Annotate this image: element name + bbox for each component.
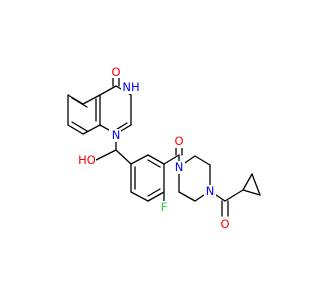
atom-labels: O NH N HO O F N N O bbox=[78, 65, 231, 231]
bond bbox=[115, 149, 132, 165]
piperazine-nitrogen-right-label: N bbox=[206, 184, 215, 198]
bond bbox=[67, 124, 84, 135]
bond bbox=[147, 159, 161, 168]
nh-label: NH bbox=[122, 80, 139, 94]
bond bbox=[130, 191, 149, 202]
bond bbox=[251, 173, 261, 196]
carbonyl-oxygen-label: O bbox=[111, 65, 120, 79]
bond bbox=[194, 155, 211, 166]
bond bbox=[82, 124, 101, 135]
bond bbox=[71, 97, 88, 108]
bond bbox=[242, 189, 261, 196]
ring-nitrogen-label: N bbox=[112, 128, 121, 142]
bond bbox=[99, 85, 117, 96]
bond bbox=[178, 191, 196, 202]
bond bbox=[147, 188, 161, 197]
bond bbox=[71, 121, 88, 132]
bond bbox=[147, 154, 165, 165]
bond bbox=[82, 94, 101, 105]
piperazine-nitrogen-left-label: N bbox=[175, 160, 184, 174]
amide-oxygen-bottom-label: O bbox=[220, 217, 229, 231]
hydroxyl-label: HO bbox=[78, 153, 96, 167]
amide-oxygen-label: O bbox=[174, 134, 183, 148]
bond bbox=[224, 189, 244, 202]
bond bbox=[163, 154, 180, 165]
bond bbox=[242, 173, 253, 191]
chemical-structure: O NH N HO O F N N O bbox=[67, 65, 261, 231]
fluorine-label: F bbox=[161, 200, 168, 214]
bonds bbox=[67, 71, 261, 217]
bond bbox=[147, 191, 165, 202]
bond bbox=[130, 154, 149, 165]
